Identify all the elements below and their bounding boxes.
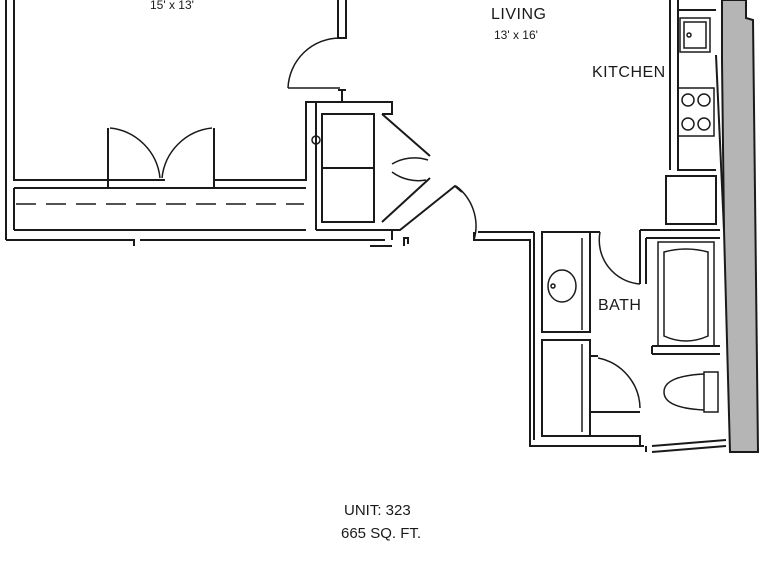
bath-label: BATH <box>598 297 642 314</box>
toilet <box>663 371 719 413</box>
living-room-label: LIVING <box>491 6 547 23</box>
bathtub <box>657 241 715 347</box>
unit-number: UNIT: 323 <box>344 502 411 519</box>
bedroom-dimensions: 15' x 13' <box>150 0 194 12</box>
entry-door <box>391 184 644 447</box>
bedroom-closet-doors <box>109 127 213 179</box>
bath-sink <box>547 269 577 303</box>
kitchen-label: KITCHEN <box>592 64 666 81</box>
kitchen-sink <box>679 17 711 53</box>
linen-closet <box>311 113 431 231</box>
exterior-wall-right <box>721 0 760 453</box>
bathroom-walls <box>541 229 727 453</box>
bedroom-door <box>287 0 347 102</box>
bedroom-walls <box>5 0 393 247</box>
stove <box>677 87 715 137</box>
kitchen-counter <box>665 0 717 225</box>
exterior-wall-edge <box>715 54 725 231</box>
living-room-dimensions: 13' x 16' <box>494 28 538 42</box>
unit-area: 665 SQ. FT. <box>341 525 422 542</box>
